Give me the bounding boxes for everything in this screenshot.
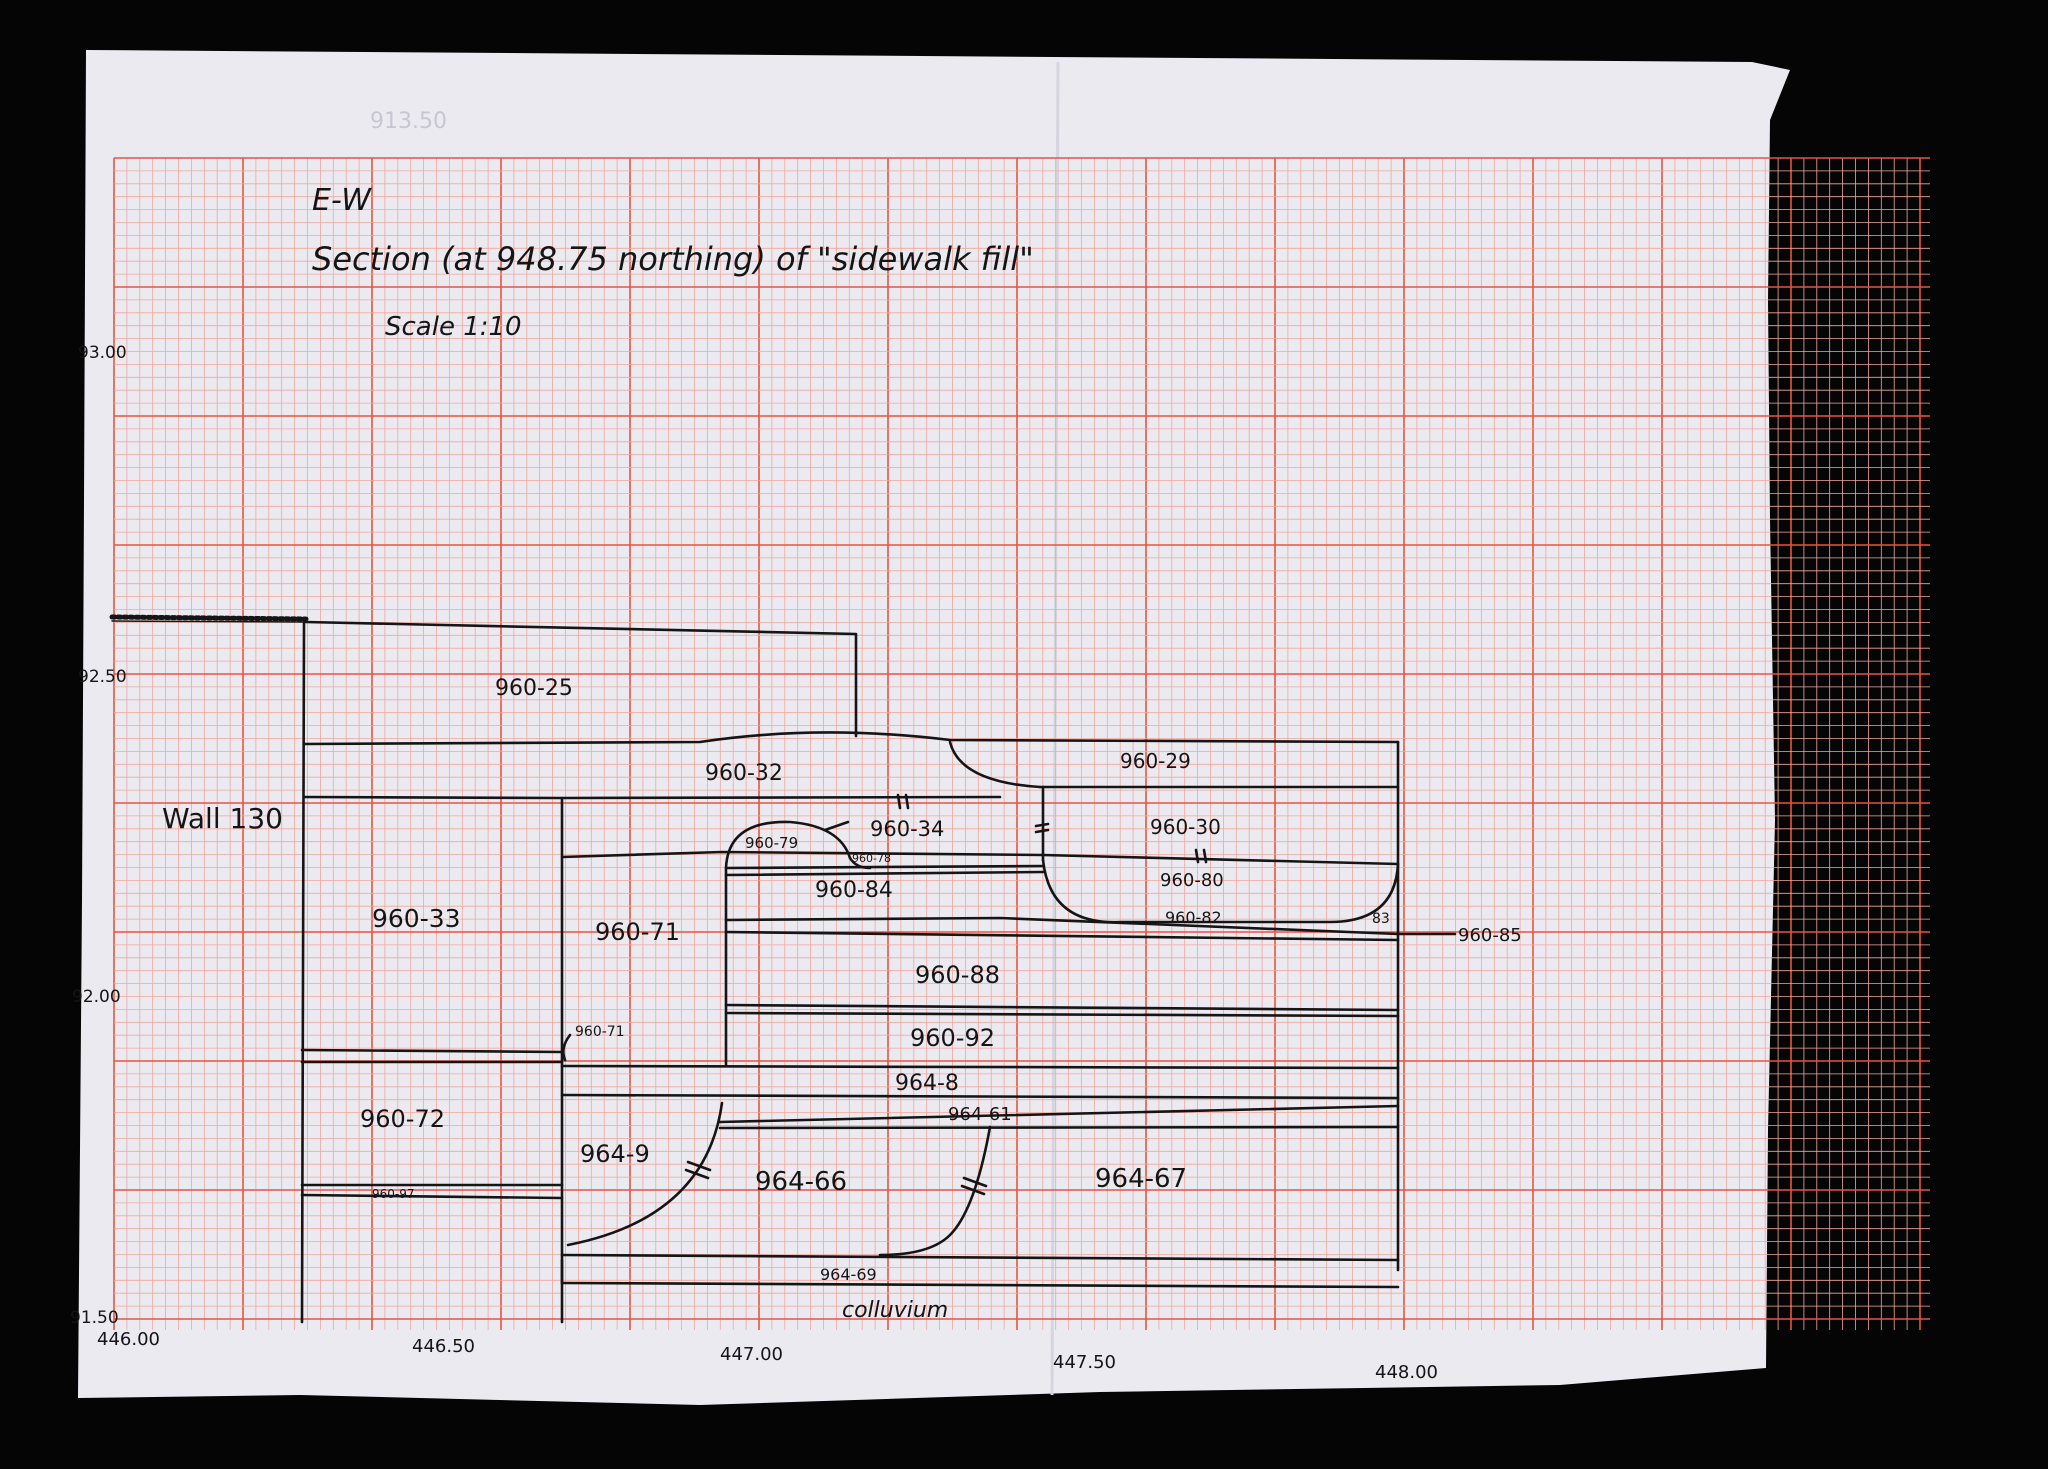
label-960-72: 960-72: [360, 1105, 445, 1133]
paper-sheet: [78, 50, 1790, 1405]
label-960-79: 960-79: [745, 834, 798, 852]
x-label-447-50: 447.50: [1053, 1352, 1116, 1373]
label-960-85: 960-85: [1458, 925, 1522, 946]
x-label-446-50: 446.50: [412, 1336, 475, 1357]
label-960-32: 960-32: [705, 761, 783, 786]
label-wall-130: Wall 130: [162, 802, 283, 835]
context-labels: 960-25 960-32 960-29 960-30 960-34 960-7…: [162, 676, 1522, 1323]
label-83: 83: [1372, 911, 1390, 927]
label-960-80: 960-80: [1160, 870, 1224, 891]
label-960-97: 960-97: [372, 1187, 415, 1201]
label-960-78: 960-78: [852, 852, 891, 865]
section-lines: [109, 614, 1457, 1324]
ground-surface: [109, 614, 309, 622]
x-label-446: 446.00: [97, 1329, 160, 1350]
faint-note: 913.50: [370, 109, 447, 134]
y-label-92-50: 92.50: [78, 667, 127, 687]
label-964-61: 964-61: [948, 1104, 1012, 1125]
label-960-29: 960-29: [1120, 749, 1191, 773]
label-960-71-arrow: 960-71: [575, 1024, 625, 1040]
label-960-84: 960-84: [815, 878, 893, 903]
y-label-92: 92.00: [72, 987, 121, 1007]
label-960-30: 960-30: [1150, 815, 1221, 839]
orientation-label: E-W: [312, 183, 372, 218]
label-964-9: 964-9: [580, 1140, 650, 1168]
label-964-66: 964-66: [755, 1167, 847, 1197]
label-960-34: 960-34: [870, 817, 944, 841]
label-960-33: 960-33: [372, 904, 461, 933]
label-960-82: 960-82: [1165, 908, 1222, 927]
label-960-88: 960-88: [915, 961, 1000, 989]
label-960-92: 960-92: [910, 1024, 995, 1052]
label-960-25: 960-25: [495, 676, 573, 701]
y-label-93: 93.00: [78, 343, 127, 363]
label-960-71: 960-71: [595, 918, 680, 946]
paper-fold: [1050, 61, 1060, 1396]
label-964-67: 964-67: [1095, 1164, 1187, 1194]
label-colluvium: colluvium: [842, 1298, 948, 1323]
scale-label: Scale 1:10: [385, 312, 522, 342]
y-label-91-50: 91.50: [70, 1308, 119, 1328]
x-label-448: 448.00: [1375, 1362, 1438, 1383]
grid: [113, 157, 1930, 1330]
x-label-447: 447.00: [720, 1344, 783, 1365]
label-964-8: 964-8: [895, 1071, 959, 1096]
drawing-title: Section (at 948.75 northing) of "sidewal…: [312, 240, 1034, 278]
label-964-69: 964-69: [820, 1265, 877, 1284]
